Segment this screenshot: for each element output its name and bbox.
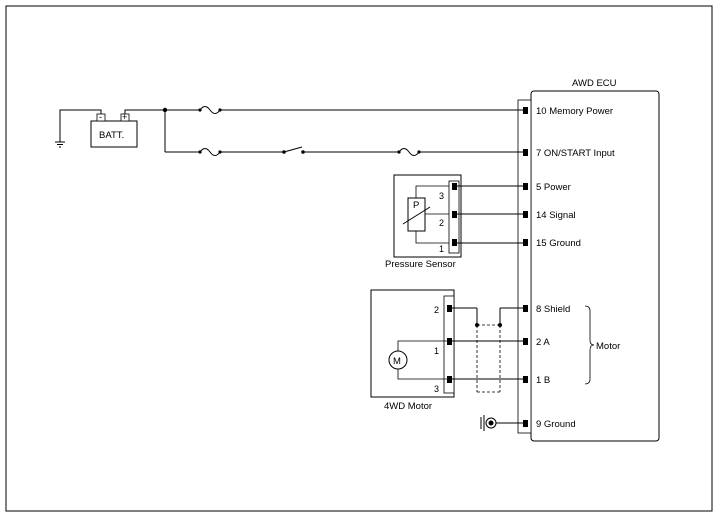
pressure-sensor: 3 2 1 P Pressure Sensor	[385, 174, 462, 270]
battery-pos-symbol: +	[122, 112, 127, 122]
fuse-icon	[199, 148, 221, 156]
ignition-switch-icon	[283, 146, 303, 153]
ecu-ground	[480, 415, 523, 431]
terminal-motor-b: 1 B	[536, 375, 550, 386]
motor-wires	[452, 307, 523, 380]
ecu-pins	[523, 107, 528, 427]
chassis-ground-icon	[55, 141, 65, 148]
sensor-pin-1: 1	[439, 244, 444, 254]
terminal-ground-sensor: 15 Ground	[536, 238, 581, 249]
battery-label: BATT.	[99, 130, 124, 141]
ecu-pin-14	[523, 211, 528, 218]
motor-group-label: Motor	[596, 341, 620, 352]
ecu-pin-1	[523, 376, 528, 383]
motor-pin-3: 3	[434, 384, 439, 394]
ecu-pin-15	[523, 239, 528, 246]
ecu-pin-10	[523, 107, 528, 114]
motor-label: 4WD Motor	[384, 401, 432, 412]
ecu-pin-8	[523, 305, 528, 312]
battery-pos-wire	[124, 109, 165, 114]
fuse-icon	[199, 106, 221, 114]
terminal-ground: 9 Ground	[536, 419, 576, 430]
motor-pin-1: 1	[434, 346, 439, 356]
ecu-pin-9	[523, 420, 528, 427]
pressure-element-icon	[407, 197, 426, 232]
sensor-pin-2: 2	[439, 218, 444, 228]
ecu-pin-7	[523, 149, 528, 156]
terminal-signal: 14 Signal	[536, 210, 576, 221]
ecu-pin-2	[523, 338, 528, 345]
ecu-box	[530, 90, 660, 442]
body-ground-icon	[480, 415, 497, 431]
four-wd-motor: 2 1 3 M 4WD Motor	[370, 289, 455, 412]
battery: BATT. - +	[55, 109, 165, 148]
pressure-sensor-label: Pressure Sensor	[385, 259, 456, 270]
motor-box	[370, 289, 455, 398]
fuse-icon	[398, 148, 420, 156]
awd-ecu: AWD ECU 10 Memory Power 7 ON/START Input…	[517, 78, 660, 442]
terminal-shield: 8 Shield	[536, 304, 570, 315]
variable-arrow	[402, 206, 431, 225]
terminal-motor-a: 2 A	[536, 337, 550, 348]
ecu-title: AWD ECU	[572, 78, 617, 89]
motor-brace	[584, 305, 595, 385]
sensor-pin-3: 3	[439, 191, 444, 201]
terminal-memory-power: 10 Memory Power	[536, 106, 613, 117]
power-feeds	[162, 106, 523, 156]
sensor-wires	[457, 185, 523, 244]
terminal-power: 5 Power	[536, 182, 571, 193]
pressure-symbol: P	[413, 200, 419, 211]
motor-symbol: M	[393, 356, 401, 367]
battery-neg-symbol: -	[99, 112, 102, 122]
ecu-pin-5	[523, 183, 528, 190]
terminal-on-start-input: 7 ON/START Input	[536, 148, 615, 159]
outer-frame	[5, 5, 713, 512]
motor-pin-2: 2	[434, 305, 439, 315]
battery-neg-wire	[59, 109, 102, 142]
shield-outline	[476, 324, 501, 393]
battery-box	[90, 120, 138, 148]
